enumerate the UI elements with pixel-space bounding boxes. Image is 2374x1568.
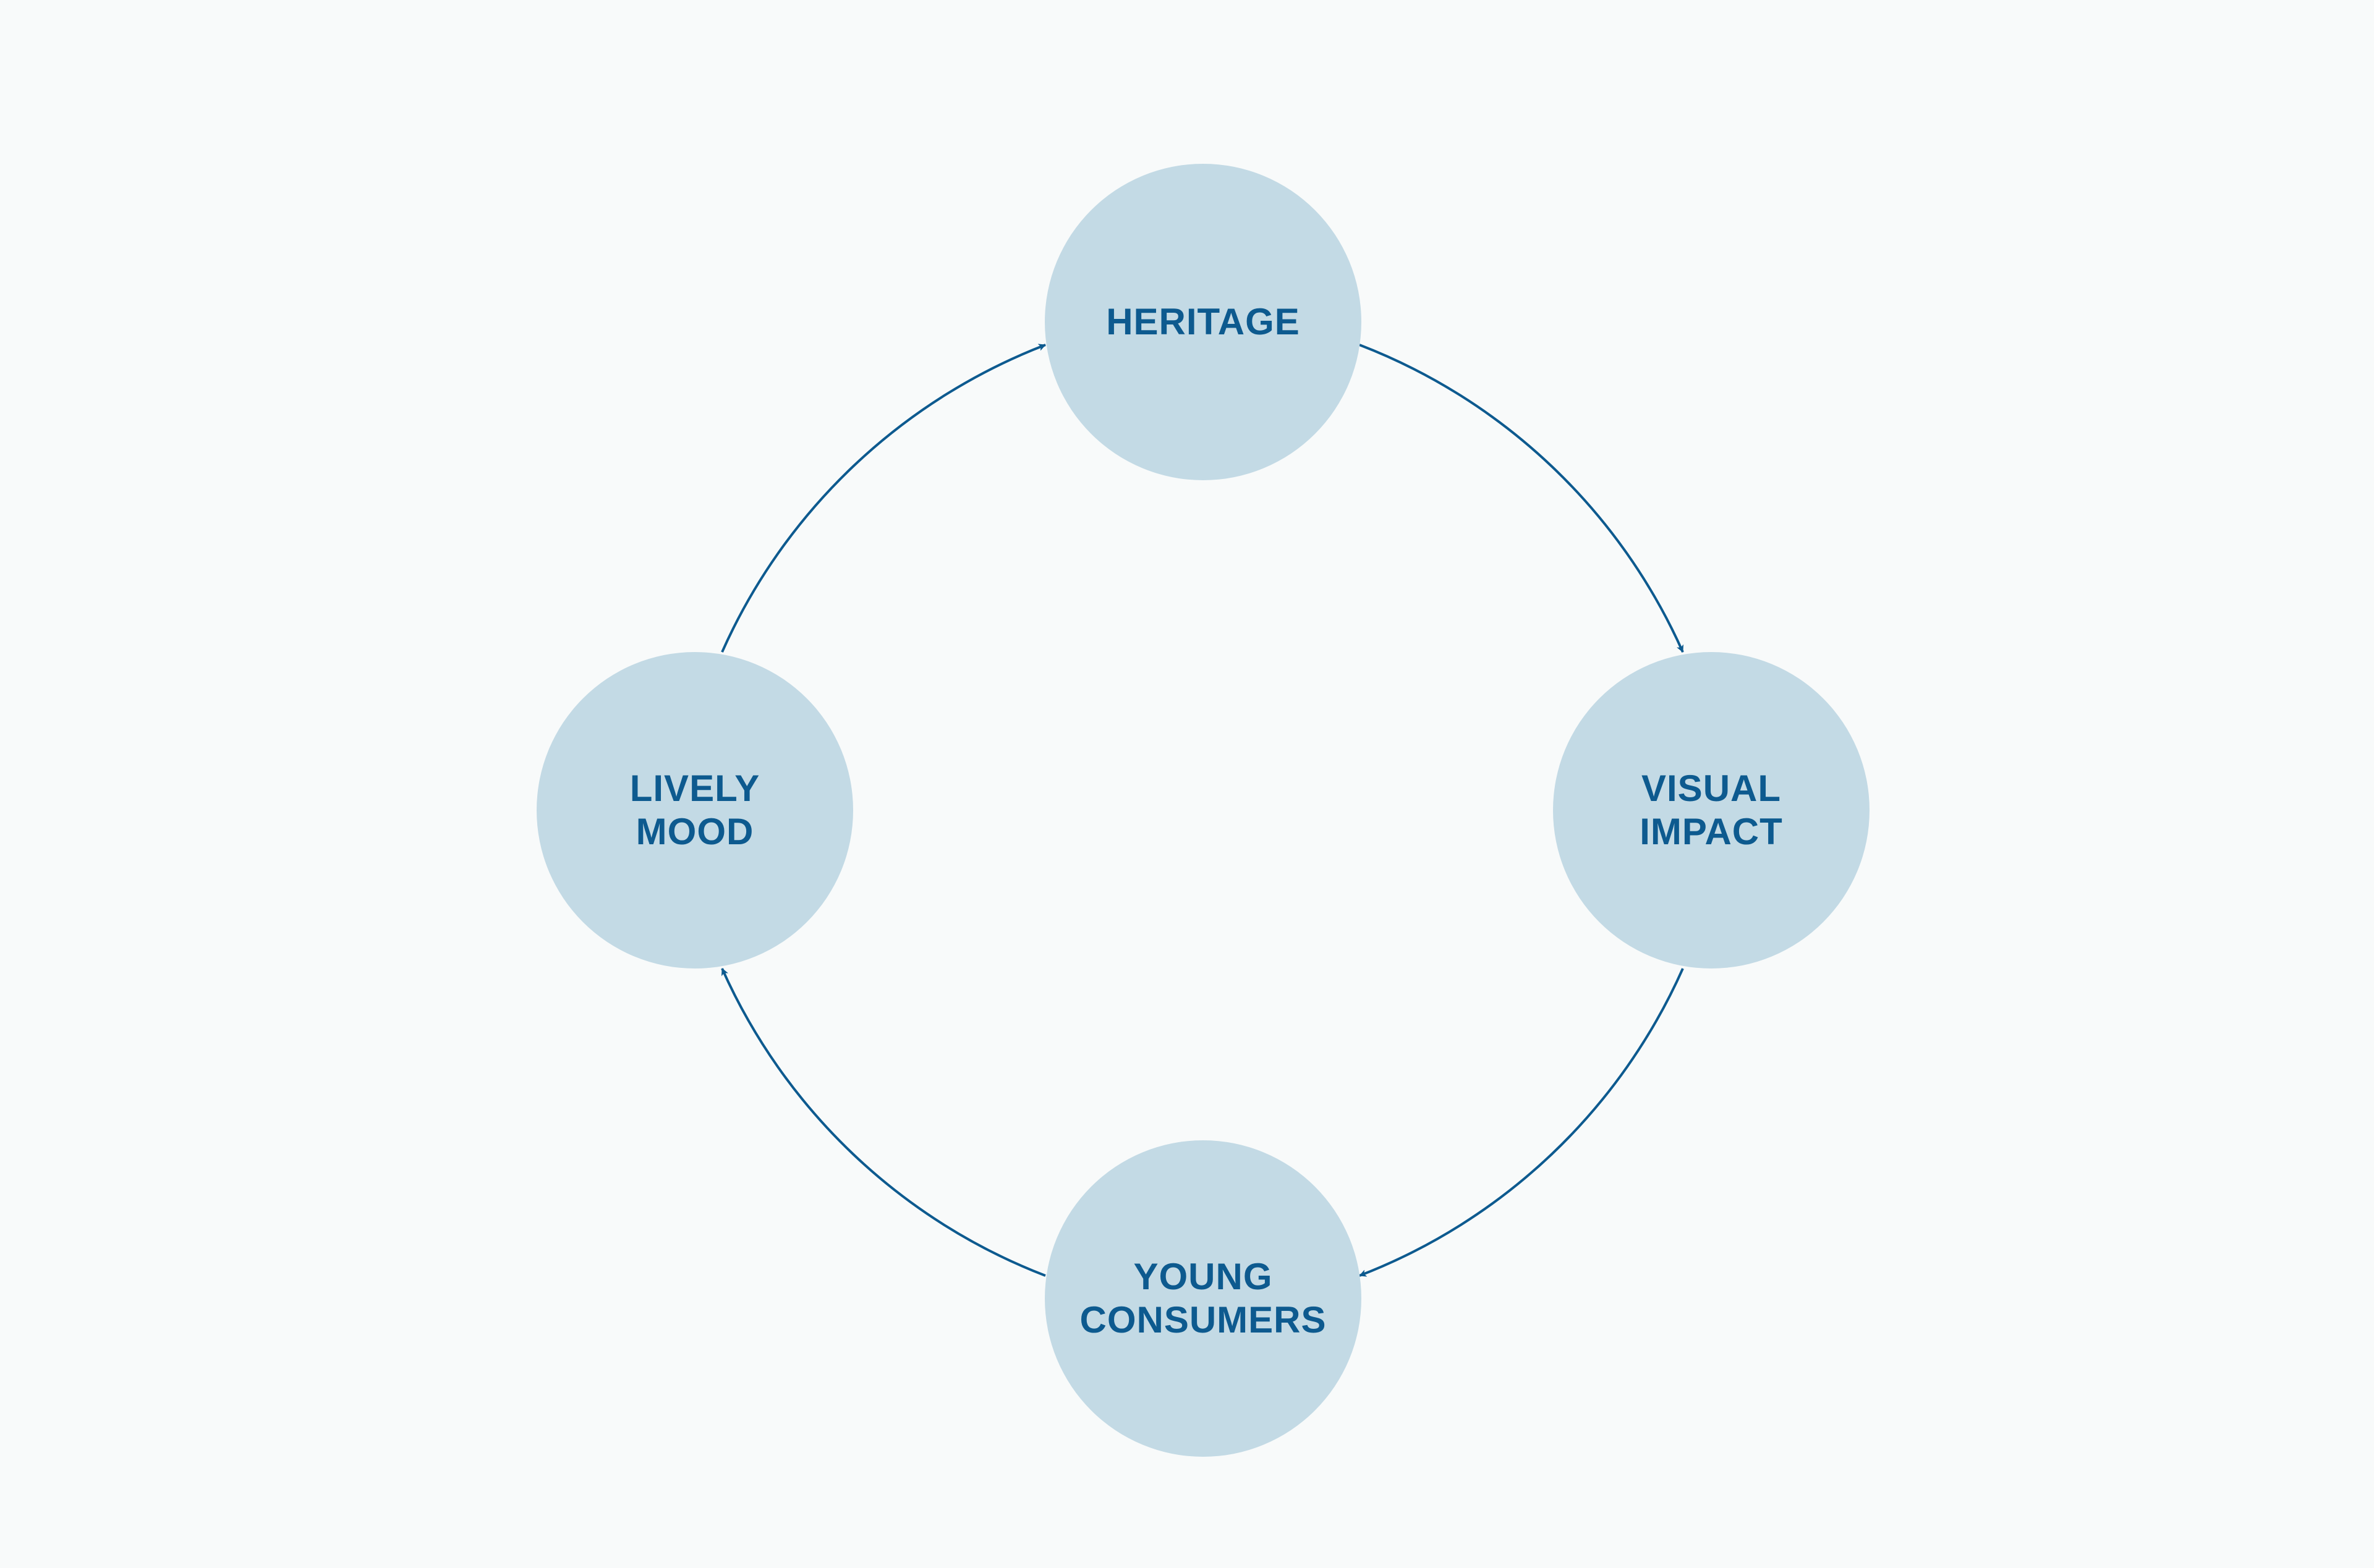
node-young-consumers: YOUNG CONSUMERS	[1045, 1140, 1361, 1457]
node-heritage-line-1: HERITAGE	[1106, 301, 1300, 342]
arrow-young-consumers-to-lively-mood	[721, 968, 1046, 1277]
node-young-consumers-line-2: CONSUMERS	[1079, 1299, 1327, 1341]
node-heritage: HERITAGE	[1045, 164, 1361, 480]
arrow-lively-mood-to-heritage	[721, 344, 1046, 653]
arrow-visual-impact-to-young-consumers	[1359, 968, 1684, 1277]
node-visual-impact: VISUAL IMPACT	[1553, 652, 1870, 968]
node-visual-impact-line-1: VISUAL	[1641, 768, 1782, 809]
arrow-heritage-to-visual-impact	[1359, 344, 1684, 653]
node-lively-mood-line-2: MOOD	[636, 811, 754, 852]
node-visual-impact-line-2: IMPACT	[1640, 811, 1783, 852]
node-young-consumers-line-1: YOUNG	[1133, 1256, 1273, 1297]
node-lively-mood: LIVELY MOOD	[537, 652, 853, 968]
node-lively-mood-line-1: LIVELY	[629, 768, 760, 809]
